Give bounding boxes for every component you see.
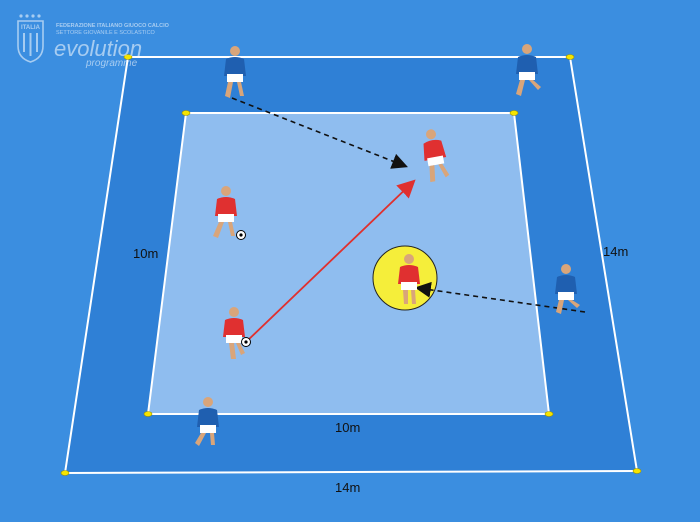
pass-arrow	[245, 179, 416, 343]
badge-text: ITALIA	[21, 25, 41, 31]
blue-player-bottom-left	[195, 397, 219, 446]
cone	[123, 54, 133, 60]
inner-area	[146, 112, 551, 415]
red-player-passer	[223, 307, 245, 359]
federation-line-1: FEDERAZIONE ITALIANO GIUOCO CALCIO	[56, 23, 170, 29]
cones	[60, 54, 642, 476]
ball-passer	[241, 337, 251, 347]
label-outer-left: 10m	[133, 246, 158, 261]
blue-player-top-left	[224, 46, 246, 98]
blue-player-top-right	[516, 44, 541, 96]
brand-sub: programme	[85, 58, 138, 69]
red-player-dribbler	[213, 186, 237, 238]
cone	[181, 110, 191, 116]
cone	[143, 411, 153, 417]
run-arrow-top	[231, 97, 408, 169]
red-player-highlighted	[398, 254, 420, 304]
label-inner-bottom: 10m	[335, 420, 360, 435]
cone	[509, 110, 519, 116]
label-outer-bottom: 14m	[335, 480, 360, 495]
brand-name: evolution	[54, 36, 142, 61]
brand-logo: ITALIA FEDERAZIONE ITALIANO GIUOCO CALCI…	[17, 14, 170, 69]
cone	[544, 411, 554, 417]
label-outer-right: 14m	[603, 244, 628, 259]
stars-icon	[19, 14, 41, 18]
cone	[60, 470, 70, 476]
cone	[565, 54, 575, 60]
ball-dribbler	[236, 230, 246, 240]
federation-line-2: SETTORE GIOVANILE E SCOLASTICO	[56, 30, 156, 36]
red-player-receiver	[423, 129, 450, 183]
blue-player-right	[555, 264, 580, 314]
cone	[632, 468, 642, 474]
shield-icon	[17, 20, 44, 63]
